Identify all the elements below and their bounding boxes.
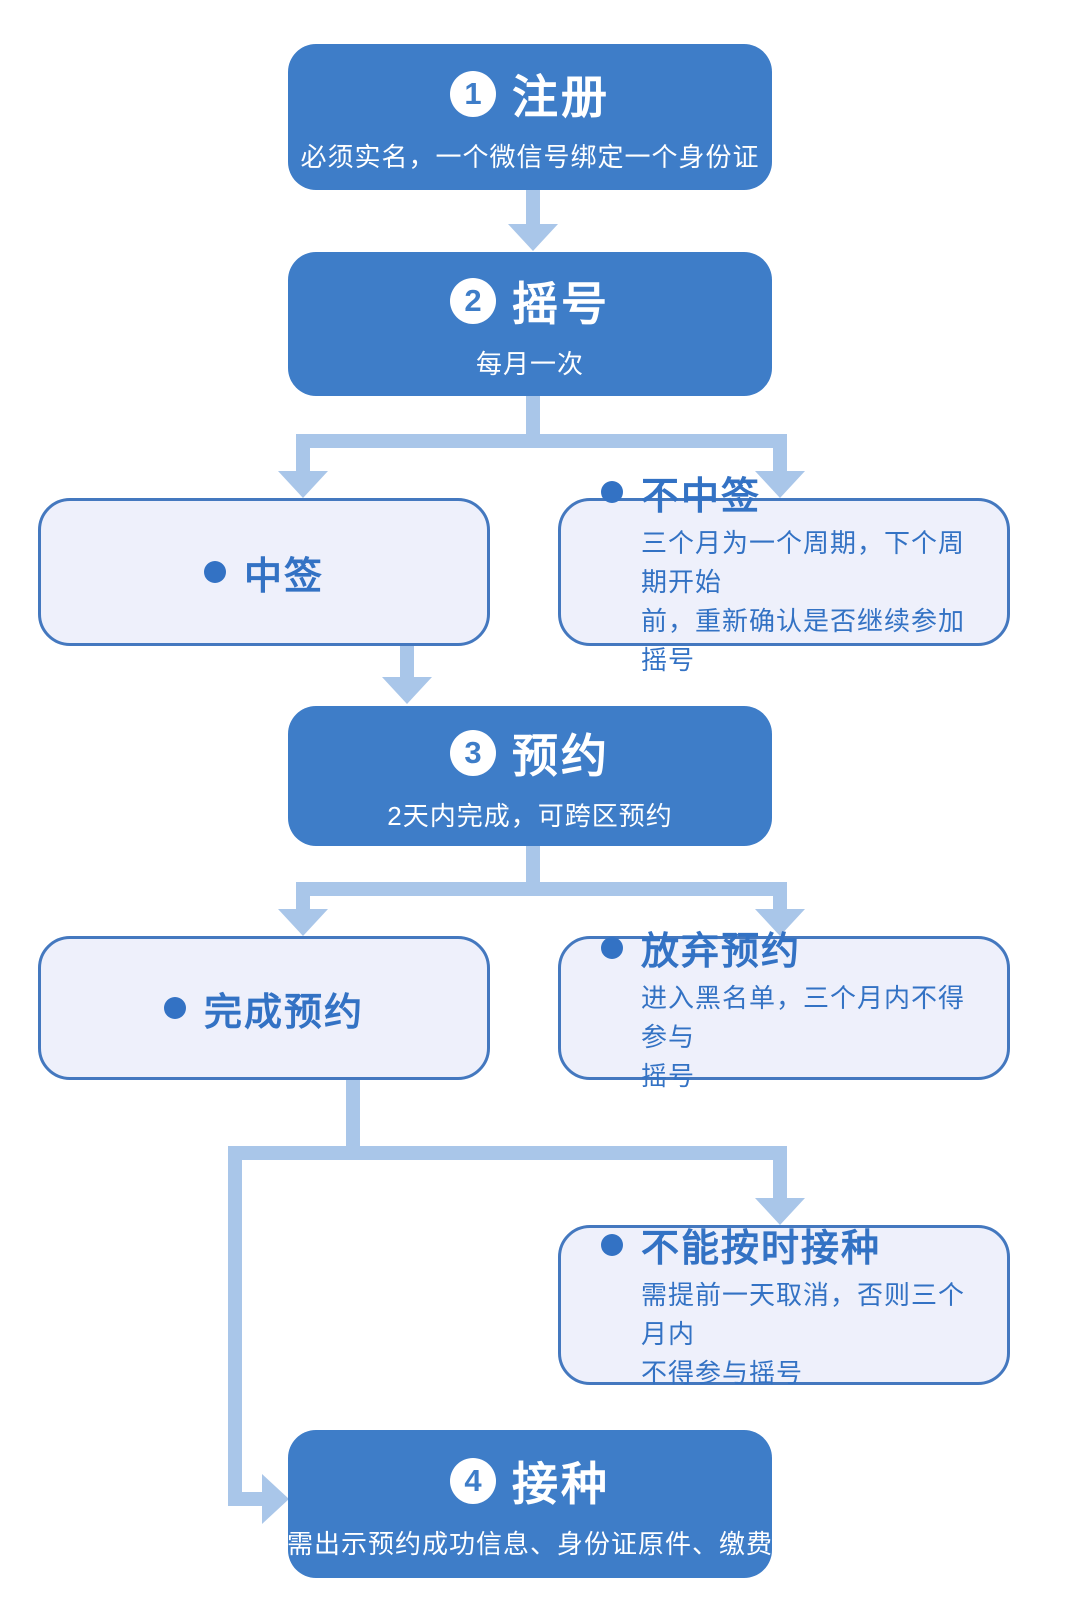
outcome-title: 放弃预约 [641, 931, 802, 973]
arrowhead-down-icon [382, 677, 432, 704]
outcome-box-no-win: 不中签 三个月为一个周期，下个周期开始 前，重新确认是否继续参加摇号 [558, 476, 1010, 675]
step-number-badge: 1 [450, 70, 496, 117]
description-line: 摇号 [641, 1061, 696, 1091]
step-box-vaccinate: 4 接种 需出示预约成功信息、身份证原件、缴费 [287, 1430, 774, 1578]
outcome-box-win: 中签 [38, 498, 490, 646]
description-line: 前，重新确认是否继续参加摇号 [641, 605, 966, 675]
arrowhead-right-icon [262, 1474, 289, 1524]
step-title: 注册 [512, 70, 610, 123]
arrowhead-down-icon [755, 909, 805, 936]
connector-arm [228, 1146, 242, 1506]
step-number-badge: 3 [450, 729, 496, 776]
outcome-description: 需提前一天取消，否则三个月内 不得参与摇号 [641, 1276, 981, 1393]
bullet-icon [601, 481, 623, 503]
step-title: 摇号 [512, 277, 610, 330]
step-subtitle: 每月一次 [475, 348, 584, 379]
outcome-no-win-heading: 不中签 [601, 465, 981, 520]
step-subtitle: 需出示预约成功信息、身份证原件、缴费 [287, 1528, 774, 1559]
bullet-icon [601, 1233, 623, 1256]
arrowhead-down-icon [278, 909, 328, 936]
step-vaccinate-heading: 4 接种 [450, 1448, 610, 1514]
step-box-appointment: 3 预约 2天内完成，可跨区预约 [288, 706, 772, 846]
outcome-box-missed-time: 不能按时接种 需提前一天取消，否则三个月内 不得参与摇号 [558, 1225, 1010, 1388]
connector-arm [296, 882, 310, 910]
step-lottery-heading: 2 摇号 [450, 268, 610, 334]
connector-stem [400, 646, 414, 678]
step-subtitle: 必须实名，一个微信号绑定一个身份证 [300, 141, 760, 172]
step-title: 接种 [512, 1457, 610, 1510]
step-title: 预约 [512, 729, 610, 782]
connector-stem [526, 190, 540, 226]
outcome-booked-heading: 完成预约 [163, 981, 364, 1036]
connector-hbar [296, 882, 787, 896]
bullet-icon [203, 561, 226, 583]
description-line: 三个月为一个周期，下个周期开始 [641, 527, 966, 597]
outcome-description: 三个月为一个周期，下个周期开始 前，重新确认是否继续参加摇号 [641, 524, 981, 680]
bullet-icon [601, 936, 623, 959]
description-line: 需提前一天取消，否则三个月内 [641, 1280, 966, 1349]
step-number-badge: 4 [450, 1457, 496, 1504]
connector-arm [773, 882, 787, 910]
arrowhead-down-icon [278, 471, 328, 498]
outcome-box-abandon: 放弃预约 进入黑名单，三个月内不得参与 摇号 [558, 931, 1010, 1091]
step-box-lottery: 2 摇号 每月一次 [288, 252, 772, 396]
outcome-title: 不中签 [641, 475, 762, 518]
step-appointment-heading: 3 预约 [450, 720, 610, 786]
step-subtitle: 2天内完成，可跨区预约 [387, 800, 673, 831]
connector-stem [346, 1080, 360, 1146]
outcome-title: 不能按时接种 [641, 1228, 882, 1270]
connector-arm [296, 434, 310, 472]
description-line: 不得参与摇号 [641, 1358, 804, 1388]
outcome-title: 中签 [243, 555, 324, 598]
outcome-missed-time-heading: 不能按时接种 [601, 1217, 981, 1272]
connector-hbar [296, 434, 787, 448]
outcome-win-heading: 中签 [203, 545, 324, 600]
outcome-abandon-heading: 放弃预约 [601, 920, 981, 975]
description-line: 进入黑名单，三个月内不得参与 [641, 983, 966, 1052]
connector-stem [526, 846, 540, 882]
arrowhead-down-icon [508, 224, 558, 251]
connector-elbow [228, 1492, 264, 1506]
outcome-box-booked: 完成预约 [38, 936, 490, 1080]
outcome-description: 进入黑名单，三个月内不得参与 摇号 [641, 979, 981, 1096]
step-box-register: 1 注册 必须实名，一个微信号绑定一个身份证 [288, 44, 772, 190]
connector-hbar [228, 1146, 787, 1160]
connector-stem [526, 396, 540, 434]
step-register-heading: 1 注册 [450, 61, 610, 127]
bullet-icon [163, 997, 186, 1019]
arrowhead-down-icon [755, 471, 805, 498]
step-number-badge: 2 [450, 277, 496, 324]
connector-arm [773, 1146, 787, 1198]
outcome-title: 完成预约 [203, 991, 364, 1034]
arrowhead-down-icon [755, 1198, 805, 1225]
connector-arm [773, 434, 787, 472]
